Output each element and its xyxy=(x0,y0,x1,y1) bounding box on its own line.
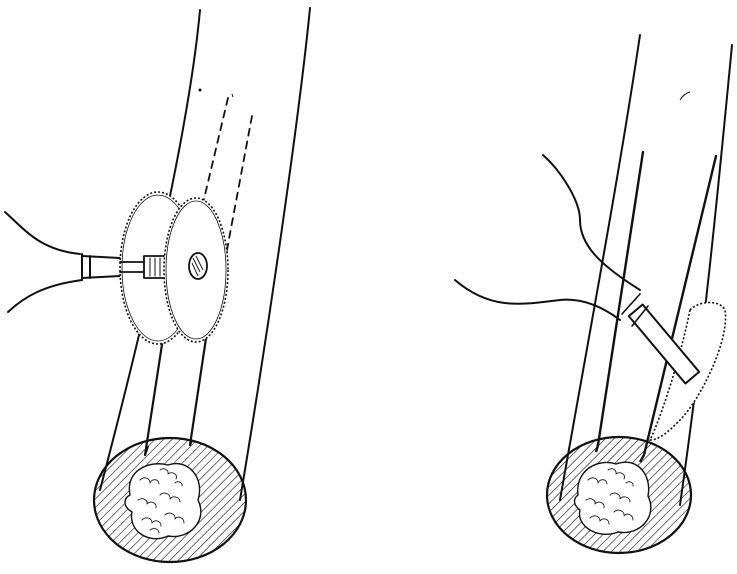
chisel-elevator xyxy=(455,155,699,383)
bone-cross-section-right xyxy=(547,437,691,553)
saw-cut-lines xyxy=(145,325,208,455)
bone-cross-section-left xyxy=(94,438,246,562)
handpiece xyxy=(5,212,120,312)
stray-mark-right xyxy=(680,92,690,100)
circular-saw-disc-rear xyxy=(164,198,228,342)
right-panel-chisel-elevation xyxy=(455,35,732,553)
stray-dot xyxy=(199,89,202,92)
left-panel-saw-cutting xyxy=(5,8,310,562)
parallel-grooves xyxy=(598,152,716,455)
marrow-left xyxy=(125,464,201,539)
bone-shaft-right xyxy=(560,35,732,505)
stray-mark xyxy=(232,94,233,97)
marrow-right xyxy=(575,462,651,534)
